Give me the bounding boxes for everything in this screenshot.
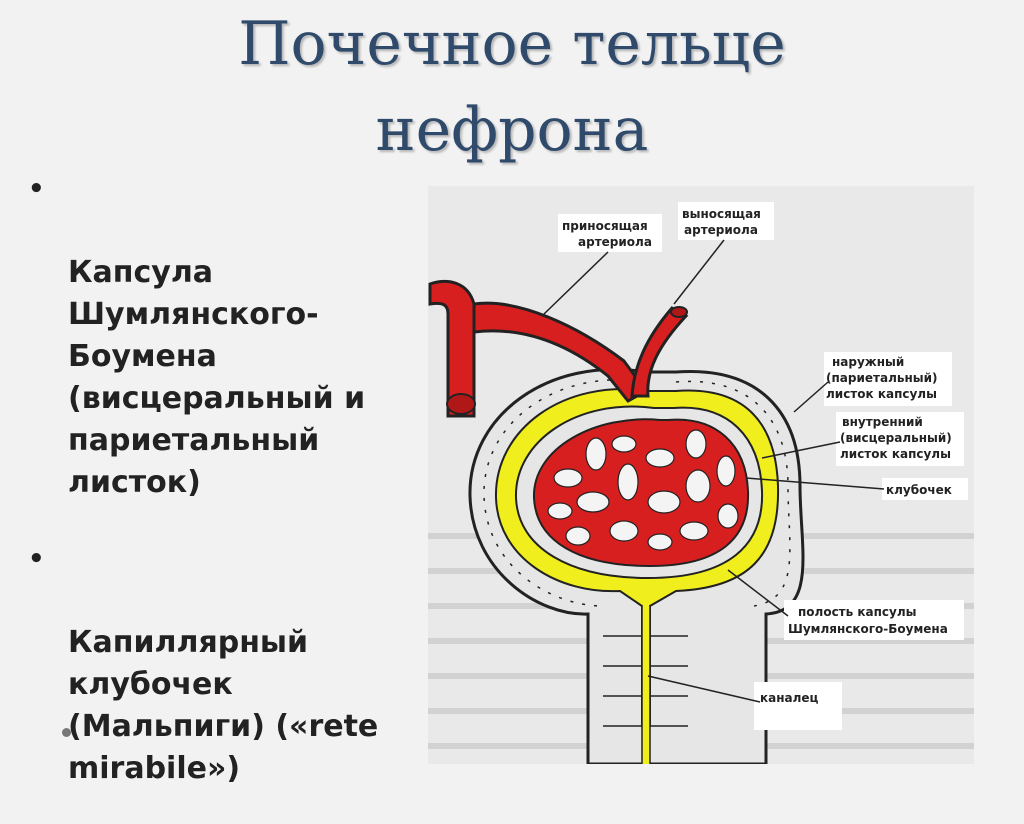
label-box-tubule [754, 682, 842, 730]
efferent-arteriole [630, 306, 689, 398]
label-tubule: каналец [760, 691, 819, 705]
label-outer-line-3: листок капсулы [826, 387, 937, 401]
parietal-cell-borders-right [675, 380, 791, 607]
slide-indicator-dot [62, 728, 71, 737]
tubule-lumen [642, 606, 650, 764]
label-cavity-line-2: Шумлянского-Боумена [788, 622, 948, 636]
bullet-list: • Капсула Шумлянского- Боумена (висцерал… [28, 168, 408, 824]
capillary-loops [547, 429, 739, 551]
label-afferent-line-2: артериола [578, 235, 652, 249]
slide-title-line-2: нефрона [375, 95, 649, 165]
label-efferent-line-2: артериола [684, 223, 758, 237]
label-box-efferent [678, 202, 774, 240]
label-inner-line-3: листок капсулы [840, 447, 951, 461]
leader-lines [543, 239, 885, 703]
afferent-arteriole [428, 280, 476, 418]
label-efferent-line-1: выносящая [682, 207, 761, 221]
label-box-inner [836, 412, 964, 466]
label-inner-line-2: (висцеральный) [840, 431, 952, 445]
label-inner-line-1: внутренний [842, 415, 923, 429]
afferent-arteriole-branch [472, 301, 649, 403]
label-outer-line-2: (париетальный) [826, 371, 937, 385]
bullet-item-capsule: • Капсула Шумлянского- Боумена (висцерал… [28, 168, 408, 504]
label-outer-line-1: наружный [832, 355, 904, 369]
label-box-outer [824, 352, 952, 406]
bullet-item-glomerulus: • Капиллярный клубочек (Мальпиги) («rete… [28, 538, 408, 790]
slide-title-line-1: Почечное тельце [238, 9, 786, 79]
bullet-text-glomerulus: Капиллярный клубочек (Мальпиги) («rete m… [68, 625, 379, 786]
diagram-svg: приносящая артериола выносящая артериола… [428, 202, 974, 764]
bullet-text-capsule: Капсула Шумлянского- Боумена (висцеральн… [68, 255, 366, 500]
label-box-afferent [558, 214, 662, 252]
bullet-icon: • [28, 174, 45, 204]
efferent-arteriole-opening [670, 306, 688, 318]
label-glomerulus: клубочек [886, 483, 952, 497]
label-cavity-line-1: полость капсулы [798, 605, 917, 619]
tubule-wall-cells [603, 606, 688, 764]
glomerulus-tuft [532, 418, 750, 568]
label-box-glomerulus [882, 478, 968, 500]
renal-corpuscle-diagram: приносящая артериола выносящая артериола… [428, 186, 974, 764]
label-afferent-line-1: приносящая [562, 219, 648, 233]
afferent-arteriole-opening [446, 393, 476, 415]
label-box-cavity [784, 600, 964, 640]
bullet-icon: • [28, 544, 45, 574]
